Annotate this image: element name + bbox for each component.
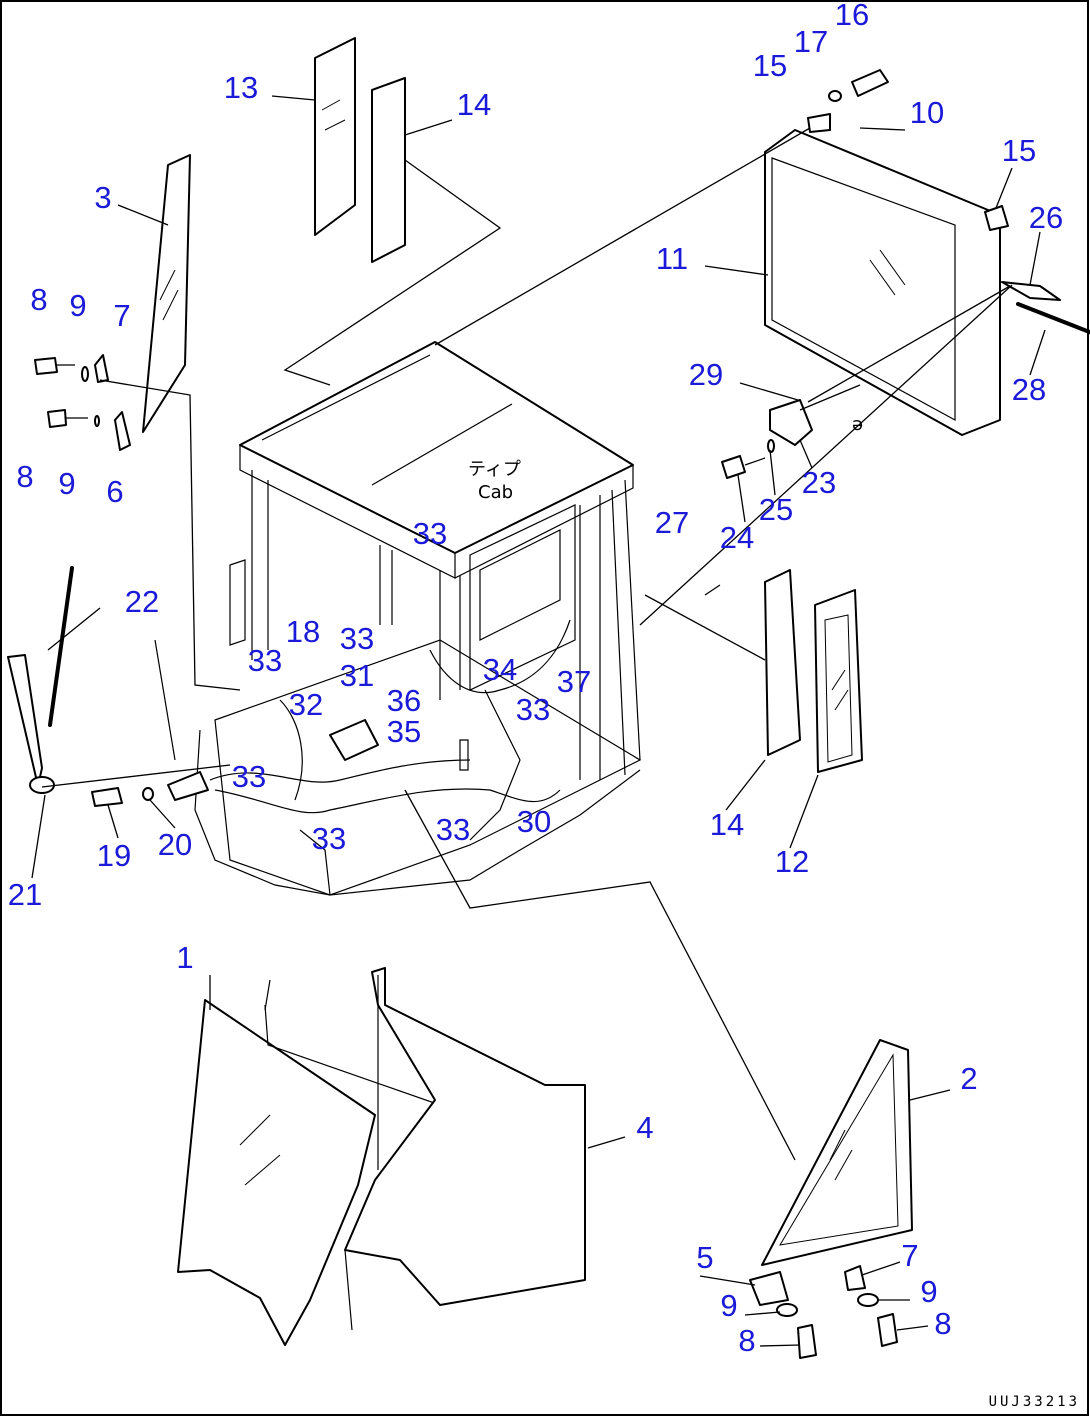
- callout-36: 36: [387, 683, 421, 718]
- callout-9: 9: [720, 1288, 737, 1323]
- wiper-motor: [329, 719, 379, 761]
- callout-14: 14: [710, 807, 744, 842]
- callout-33: 33: [248, 643, 282, 678]
- hinge-5: [749, 1271, 789, 1306]
- glass-14-lower: [764, 569, 801, 756]
- callout-25: 25: [759, 492, 793, 527]
- callout-8: 8: [934, 1306, 951, 1341]
- glass-10: [764, 129, 1001, 436]
- glass-11: [771, 157, 956, 422]
- cab-label-jp: ティプ: [468, 459, 521, 480]
- bolt-8-a: [34, 357, 58, 375]
- small-mark: ə: [852, 414, 863, 435]
- glass-3: [142, 154, 191, 433]
- callout-4: 4: [636, 1110, 653, 1145]
- callout-8: 8: [16, 459, 33, 494]
- washer-20: [142, 787, 154, 801]
- nut-21: [167, 771, 209, 801]
- cab-label: Cab: [478, 482, 513, 503]
- callout-28: 28: [1012, 372, 1046, 407]
- callout-18: 18: [286, 614, 320, 649]
- glass-13: [314, 37, 356, 236]
- callout-33: 33: [340, 621, 374, 656]
- callout-12: 12: [775, 844, 809, 879]
- callout-15: 15: [753, 48, 787, 83]
- wiper-blade-22: [48, 566, 74, 727]
- bolt-8-b: [47, 409, 67, 428]
- callout-30: 30: [517, 804, 551, 839]
- callout-24: 24: [720, 520, 754, 555]
- callout-29: 29: [689, 357, 723, 392]
- callout-9: 9: [920, 1274, 937, 1309]
- callout-13: 13: [224, 70, 258, 105]
- bolt-8-c: [797, 1324, 817, 1359]
- wiper-pivot: [29, 776, 55, 794]
- callout-33: 33: [436, 812, 470, 847]
- callout-33: 33: [413, 516, 447, 551]
- bracket-6: [114, 411, 131, 451]
- arm-26: [1001, 281, 1061, 301]
- callout-37: 37: [557, 664, 591, 699]
- callout-3: 3: [94, 180, 111, 215]
- bolt-16: [851, 69, 889, 97]
- callout-21: 21: [8, 877, 42, 912]
- drawing-code: UUJ33213: [989, 1394, 1080, 1410]
- washer-9-b: [94, 415, 100, 427]
- callout-5: 5: [696, 1240, 713, 1275]
- callout-35: 35: [387, 714, 421, 749]
- washer-9-c: [776, 1303, 798, 1317]
- cap-19: [91, 787, 123, 807]
- washer-25: [767, 439, 775, 453]
- glass-1: [177, 999, 376, 1346]
- hinge-7: [844, 1265, 866, 1291]
- callout-19: 19: [97, 838, 131, 873]
- washer-17: [828, 90, 842, 102]
- callout-9: 9: [69, 288, 86, 323]
- callout-33: 33: [232, 759, 266, 794]
- hinge-15-top: [807, 113, 831, 133]
- callout-16: 16: [835, 0, 869, 32]
- latch-23: [769, 399, 813, 446]
- leader-lines: [31, 95, 1046, 1347]
- cab-assembly: ティプ Cab: [194, 341, 642, 896]
- callout-17: 17: [794, 24, 828, 59]
- glass-14-upper: [371, 77, 406, 263]
- callout-22: 22: [125, 584, 159, 619]
- callout-33: 33: [516, 692, 550, 727]
- callout-2: 2: [960, 1061, 977, 1096]
- callout-8: 8: [30, 282, 47, 317]
- callout-34: 34: [483, 652, 517, 687]
- callout-10: 10: [910, 95, 944, 130]
- callout-7: 7: [113, 298, 130, 333]
- washer-9-a: [81, 366, 89, 382]
- callout-8: 8: [738, 1323, 755, 1358]
- callout-15: 15: [1002, 133, 1036, 168]
- callout-20: 20: [158, 827, 192, 862]
- callout-1: 1: [176, 940, 193, 975]
- callout-9: 9: [58, 466, 75, 501]
- callout-7: 7: [901, 1238, 918, 1273]
- wiper-arm-21: [7, 654, 43, 787]
- callout-14: 14: [457, 87, 491, 122]
- callout-33: 33: [312, 821, 346, 856]
- callout-26: 26: [1029, 200, 1063, 235]
- callout-6: 6: [106, 474, 123, 509]
- callout-27: 27: [655, 505, 689, 540]
- washer-9-d: [857, 1293, 879, 1307]
- arm-28: [1016, 302, 1090, 335]
- bolt-24: [721, 455, 746, 479]
- door-4: [344, 967, 586, 1306]
- bracket-7-a: [94, 354, 109, 383]
- callout-32: 32: [289, 687, 323, 722]
- callout-23: 23: [802, 465, 836, 500]
- glass-2: [761, 1039, 913, 1266]
- callout-31: 31: [340, 658, 374, 693]
- bolt-8-d: [877, 1313, 898, 1347]
- callout-11: 11: [656, 241, 688, 276]
